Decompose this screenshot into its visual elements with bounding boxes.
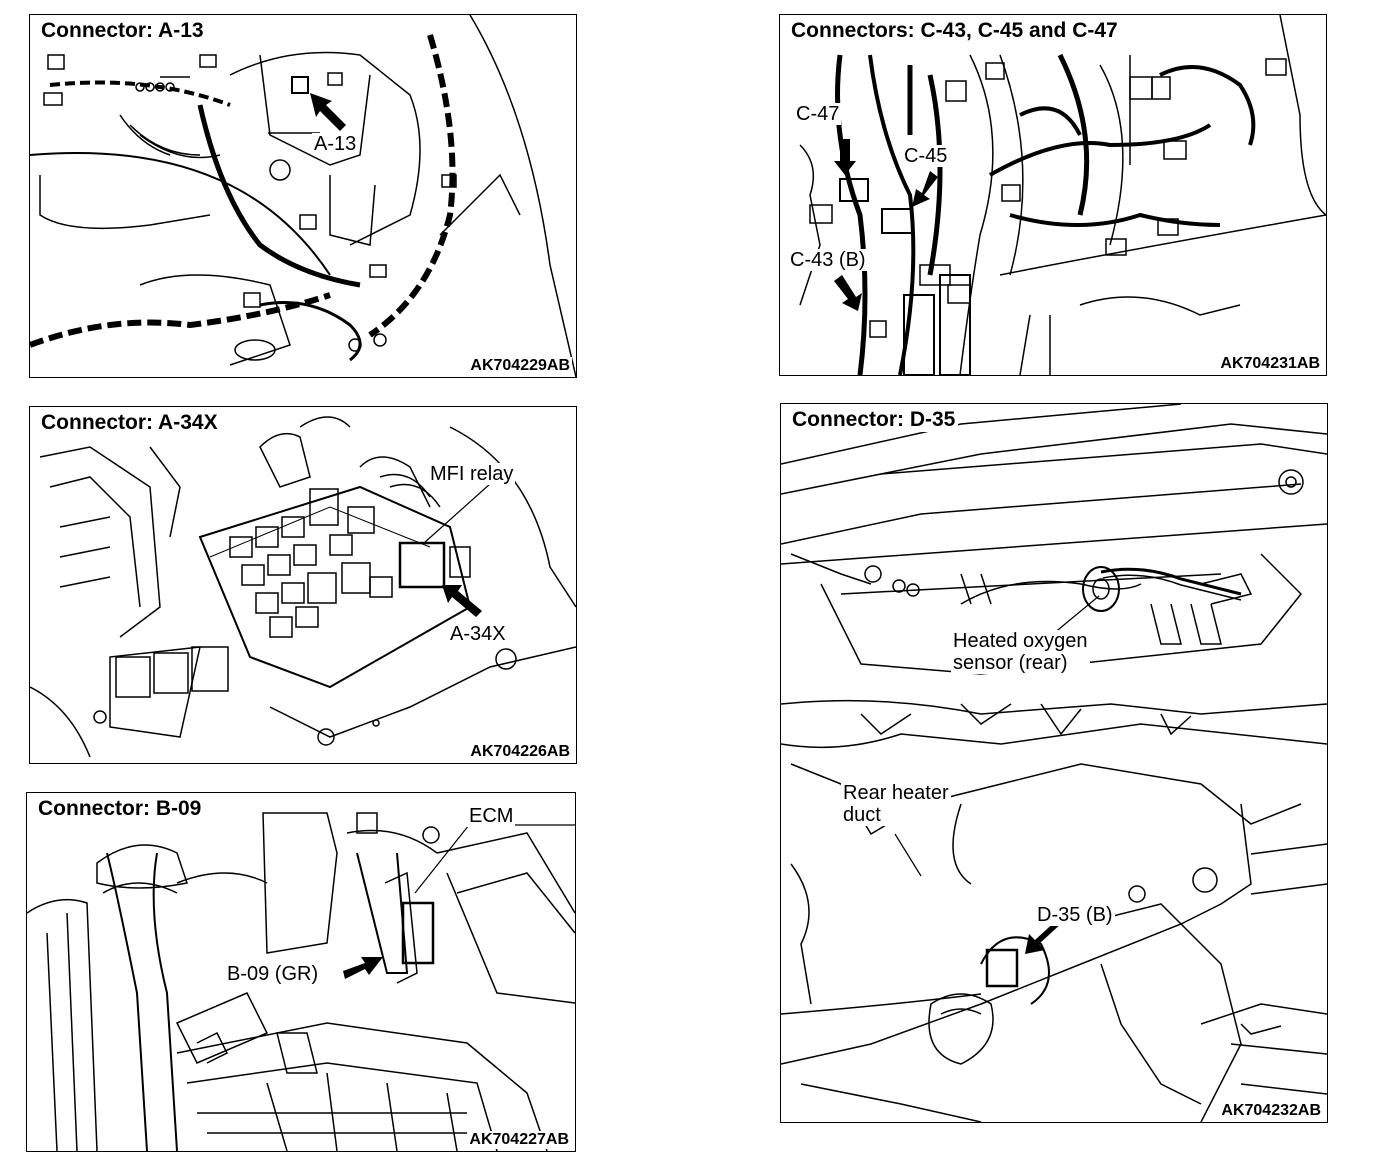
underbody-illustration — [781, 404, 1327, 1122]
figure-code: AK704227AB — [467, 1131, 571, 1149]
panel-title: Connector: A-13 — [38, 19, 207, 43]
label-d35b: D-35 (B) — [1035, 904, 1115, 926]
panel-connector-a13: Connector: A-13 A-13 AK704229AB — [29, 14, 577, 378]
panel-connectors-c43-c45-c47: Connectors: C-43, C-45 and C-47 C-47 C-4… — [779, 14, 1327, 376]
panel-title: Connector: B-09 — [35, 797, 205, 821]
label-a13: A-13 — [312, 133, 359, 155]
arrow-b09-icon — [343, 957, 383, 979]
figure-code: AK704226AB — [468, 743, 572, 761]
panel-title: Connectors: C-43, C-45 and C-47 — [788, 19, 1121, 43]
label-c47: C-47 — [794, 103, 842, 125]
panel-connector-a34x: Connector: A-34X MFI relay A-34X AK70422… — [29, 406, 577, 764]
label-a34x: A-34X — [448, 623, 508, 645]
engine-bay-illustration-a13 — [30, 15, 576, 377]
arrow-icon — [310, 93, 346, 131]
label-ecm: ECM — [467, 805, 516, 827]
ecm-illustration — [27, 812, 575, 1151]
label-heated-oxygen-sensor: Heated oxygen sensor (rear) — [951, 630, 1090, 674]
relay-box-illustration — [30, 416, 576, 758]
panel-connector-b09: Connector: B-09 ECM B-09 (GR) AK704227AB — [26, 792, 576, 1152]
figure-code: AK704232AB — [1219, 1102, 1323, 1120]
panel-title: Connector: D-35 — [789, 408, 959, 432]
label-mfi-relay: MFI relay — [428, 463, 516, 485]
label-rear-heater-duct: Rear heater duct — [841, 782, 951, 826]
label-rear-heater-duct-line1: Rear heater — [843, 782, 949, 804]
arrow-d35b-icon — [1025, 918, 1069, 954]
figure-code: AK704229AB — [468, 357, 572, 375]
arrow-c43b-icon — [834, 275, 862, 311]
label-rear-heater-duct-line2: duct — [843, 804, 881, 826]
label-b09-gr: B-09 (GR) — [225, 963, 321, 985]
arrow-icons — [834, 139, 938, 311]
arrow-a34x-icon — [442, 585, 482, 617]
figure-code: AK704231AB — [1218, 355, 1322, 373]
label-heated-oxygen-sensor-line2: sensor (rear) — [953, 652, 1068, 674]
panel-connector-d35: Connector: D-35 Heated oxygen sensor (re… — [780, 403, 1328, 1123]
label-heated-oxygen-sensor-line1: Heated oxygen — [953, 630, 1088, 652]
arrow-c47-icon — [834, 139, 856, 175]
arrow-c45-icon — [912, 171, 938, 207]
panel-title: Connector: A-34X — [38, 411, 221, 435]
label-c45: C-45 — [902, 145, 950, 167]
label-c43b: C-43 (B) — [788, 249, 868, 271]
